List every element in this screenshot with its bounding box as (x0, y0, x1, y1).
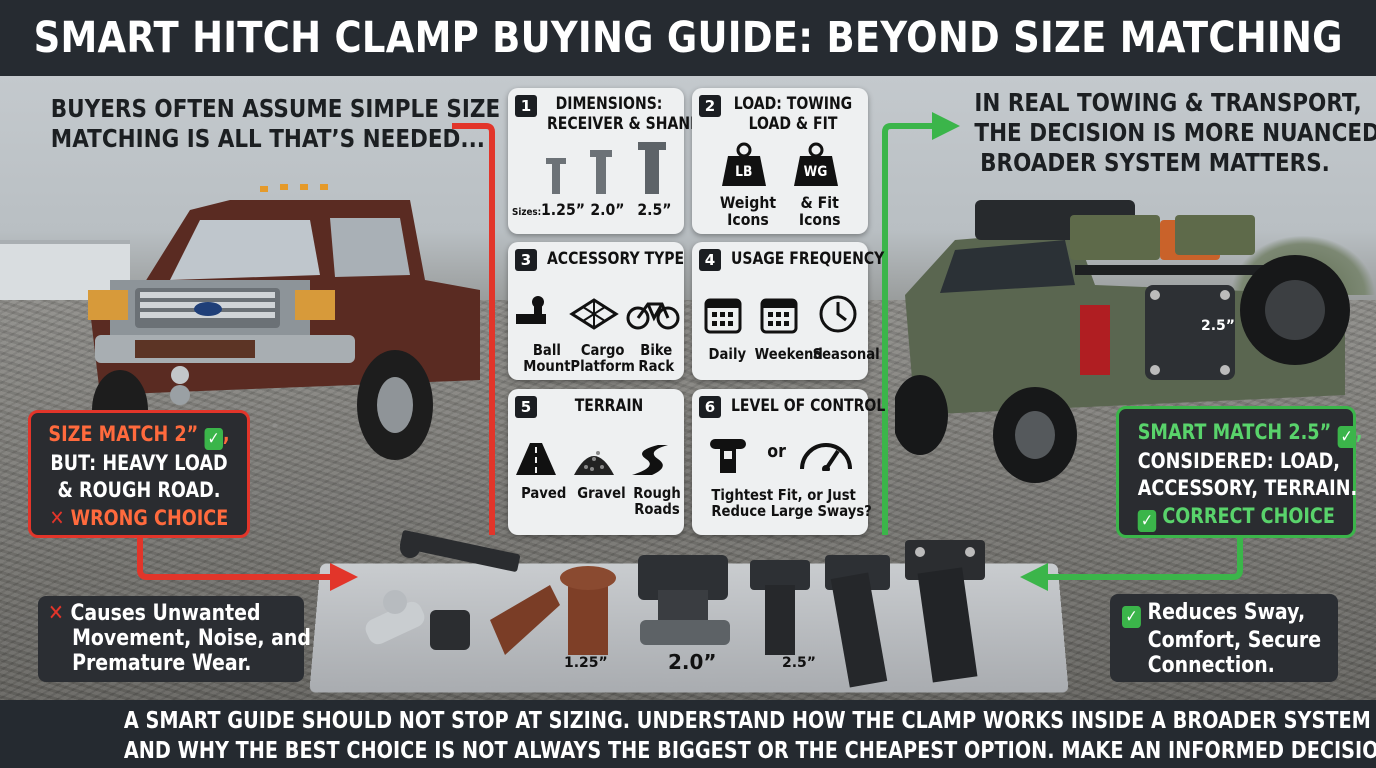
check-icon: ✓ (1138, 510, 1156, 532)
winding-road-icon (628, 441, 678, 475)
card-number: 5 (515, 396, 537, 418)
card-title: TERRAIN (536, 396, 682, 416)
footer-banner: A SMART GUIDE SHOULD NOT STOP AT SIZING.… (0, 700, 1376, 768)
card-load: 2 LOAD: TOWINGLOAD & FIT LB WG WeightIco… (692, 88, 868, 234)
intro-left: BUYERS OFTEN ASSUME SIMPLE SIZEMATCHING … (20, 94, 460, 154)
red-connector-arrow (452, 126, 492, 535)
calendar-icon (704, 294, 742, 334)
card-caption: WeightIcons (720, 194, 776, 228)
shank-sizes-icon (540, 140, 670, 196)
card-number: 6 (699, 396, 721, 418)
card-caption: & FitIcons (799, 194, 841, 228)
card-accessory: 3 ACCESSORY TYPE BallMount CargoPlatform… (508, 242, 684, 380)
green-connector-arrow (885, 126, 935, 535)
fit-badge: WG (804, 164, 828, 180)
footer-line: A SMART GUIDE SHOULD NOT STOP AT SIZING.… (124, 705, 1252, 735)
bike-rack-icon (626, 298, 680, 330)
title-bar: SMART HITCH CLAMP BUYING GUIDE: BEYOND S… (0, 0, 1376, 76)
card-caption: BikeRack (638, 342, 674, 374)
card-terrain: 5 TERRAIN Paved Gravel RoughRoads (508, 389, 684, 535)
card-usage: 4 USAGE FREQUENCY Daily Weekend Seasonal (692, 242, 868, 380)
intro-right: IN REAL TOWING & TRANSPORT,THE DECISION … (945, 88, 1365, 178)
card-dimensions: 1 DIMENSIONS:RECEIVER & SHANK Sizes: 1.2… (508, 88, 684, 234)
card-caption: RoughRoads (633, 485, 680, 517)
ball-mount-icon (514, 294, 552, 330)
gravel-icon (572, 441, 616, 475)
size-value: 2.0” (590, 202, 624, 218)
check-icon: ✓ (1337, 426, 1355, 448)
card-caption: Daily (709, 346, 747, 362)
card-number: 3 (515, 249, 537, 271)
footer-line: AND WHY THE BEST CHOICE IS NOT ALWAYS TH… (124, 735, 1252, 765)
check-icon: ✓ (204, 428, 222, 450)
correct-choice-callout: SMART MATCH 2.5” ✓, CONSIDERED: LOAD, AC… (1116, 406, 1356, 538)
size-value: 1.25” (541, 202, 585, 218)
paved-road-icon (514, 441, 558, 475)
x-icon: ✕ (50, 506, 65, 530)
card-caption: CargoPlatform (570, 342, 635, 374)
card-number: 2 (699, 95, 721, 117)
red-arrowhead (330, 563, 358, 591)
page-title: SMART HITCH CLAMP BUYING GUIDE: BEYOND S… (33, 13, 1342, 63)
card-number: 1 (515, 95, 537, 117)
card-number: 4 (699, 249, 721, 271)
card-caption: Gravel (577, 485, 625, 501)
size-value: 2.5” (637, 202, 671, 218)
card-caption: Seasonal (813, 346, 880, 362)
card-title: LOAD: TOWINGLOAD & FIT (720, 94, 866, 134)
card-title: LEVEL OF CONTROL (720, 396, 866, 416)
clock-icon (818, 294, 858, 334)
right-benefit-note: ✓ Reduces Sway, Comfort, Secure Connecti… (1110, 594, 1338, 682)
wrong-consequence-note: ✕ Causes Unwanted Movement, Noise, and P… (38, 596, 304, 682)
calendar-icon (760, 294, 798, 334)
gauge-icon (798, 437, 854, 471)
weight-badge: LB (735, 164, 752, 180)
control-question: Tightest Fit, or JustReduce Large Sways? (711, 487, 848, 519)
check-icon: ✓ (1122, 606, 1141, 628)
card-caption: Paved (521, 485, 566, 501)
or-label: or (767, 444, 786, 460)
x-icon: ✕ (48, 601, 64, 626)
sizes-label: Sizes: (512, 205, 541, 221)
card-title: ACCESSORY TYPE (536, 249, 682, 269)
green-arrowhead (1020, 563, 1048, 591)
cargo-platform-icon (568, 296, 620, 330)
clamp-icon (708, 435, 748, 475)
card-title: USAGE FREQUENCY (720, 249, 866, 269)
card-control: 6 LEVEL OF CONTROL or Tightest Fit, or J… (692, 389, 868, 535)
card-caption: BallMount (523, 342, 570, 374)
card-title: DIMENSIONS:RECEIVER & SHANK (536, 94, 682, 134)
wrong-choice-callout: SIZE MATCH 2” ✓, BUT: HEAVY LOAD & ROUGH… (28, 410, 250, 538)
